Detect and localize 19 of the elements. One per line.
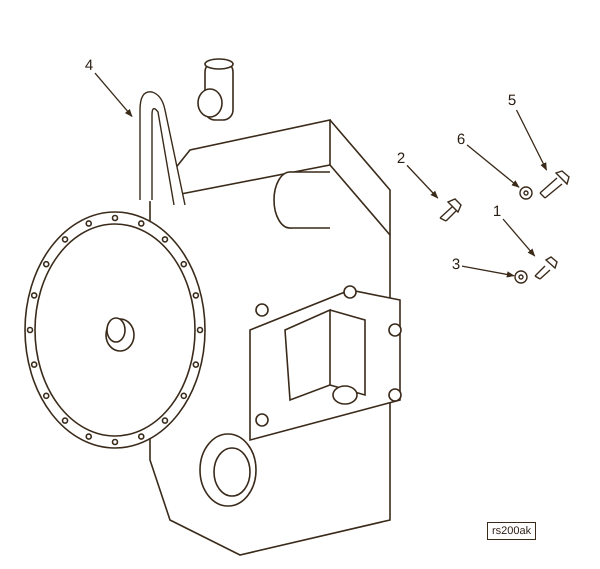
figure-code: rs200ak xyxy=(487,522,536,540)
callout-number: 3 xyxy=(450,256,462,274)
callout-number: 5 xyxy=(506,92,518,110)
bolt-drawing xyxy=(139,91,186,206)
washer-drawing xyxy=(519,186,533,200)
callout-number: 1 xyxy=(491,203,503,221)
leader-arrow xyxy=(466,144,520,188)
bolt-drawing xyxy=(539,170,570,199)
callout-number: 2 xyxy=(395,150,407,168)
callout-number: 4 xyxy=(83,57,95,75)
callout-number: 6 xyxy=(455,131,467,149)
leader-arrow xyxy=(406,164,438,199)
washer-drawing xyxy=(514,270,528,284)
bolt-drawing xyxy=(439,198,462,222)
leader-arrow xyxy=(94,72,133,118)
bolt-drawing xyxy=(534,256,558,280)
leader-arrow xyxy=(502,218,536,257)
leader-arrow xyxy=(462,265,515,278)
leader-arrow xyxy=(516,110,548,171)
